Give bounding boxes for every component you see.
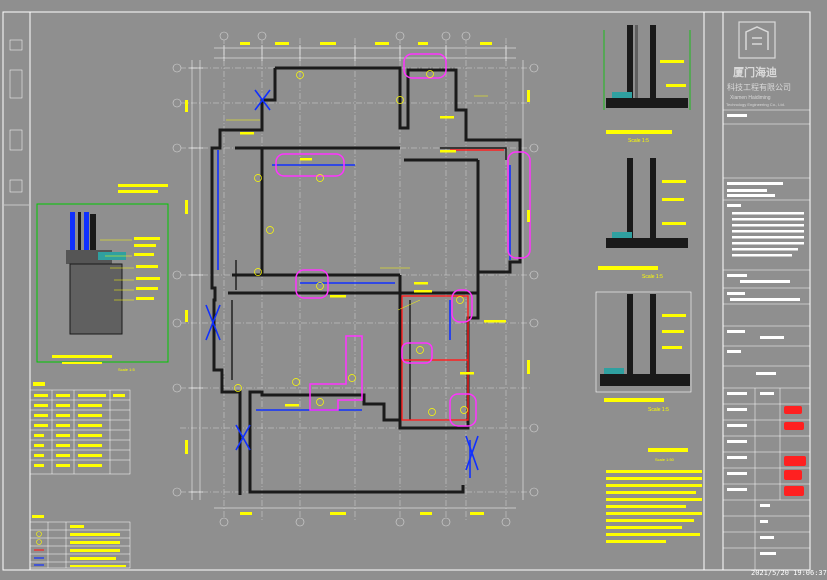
yellow-dim-text — [185, 42, 530, 515]
material-table-text — [33, 382, 125, 467]
plan-notes — [118, 116, 506, 407]
design-notes — [606, 448, 702, 543]
yellow-leader-lines — [226, 95, 488, 311]
dimension-lines — [191, 47, 524, 509]
left-detail-frame — [36, 203, 169, 363]
plan-walls — [210, 66, 522, 495]
highlight-clouds — [275, 53, 531, 427]
left-detail-drawing — [52, 212, 160, 364]
titleblock-grid — [723, 109, 810, 570]
detail-1-scale: Scale 1:5 — [628, 138, 649, 144]
company-subtitle-cn: 科技工程有限公司 — [727, 82, 791, 92]
titleblock-logo — [738, 21, 776, 59]
signature-marks — [784, 406, 806, 496]
dimension-ticks — [189, 45, 507, 493]
blue-lines — [205, 89, 511, 478]
yellow-markers — [234, 70, 468, 416]
company-subtitle-en: Technology Engineering Co., Ltd. — [726, 102, 785, 107]
company-name-en: Xiamen Haidiming — [730, 95, 771, 101]
detail-section-3 — [595, 291, 692, 402]
company-name-cn: 厦门海迪 — [733, 65, 777, 79]
detail-section-1 — [603, 25, 691, 134]
sheet-frame — [2, 11, 811, 571]
symbol-legend — [29, 521, 131, 569]
left-detail-scale: Scale 1:5 — [118, 367, 135, 372]
material-table — [29, 389, 131, 475]
left-margin-labels — [4, 39, 29, 206]
detail-3-scale: Scale 1:5 — [648, 407, 669, 413]
titleblock-text-bars — [727, 114, 804, 555]
timestamp: 2021/5/20 19:06:37 — [751, 569, 827, 577]
detail-section-2 — [598, 158, 688, 270]
symbol-legend-marks — [32, 515, 126, 567]
detail-2-scale: Scale 1:5 — [642, 274, 663, 280]
axis-bubbles — [172, 31, 539, 527]
notes-scale: Scale 1:50 — [655, 457, 675, 462]
